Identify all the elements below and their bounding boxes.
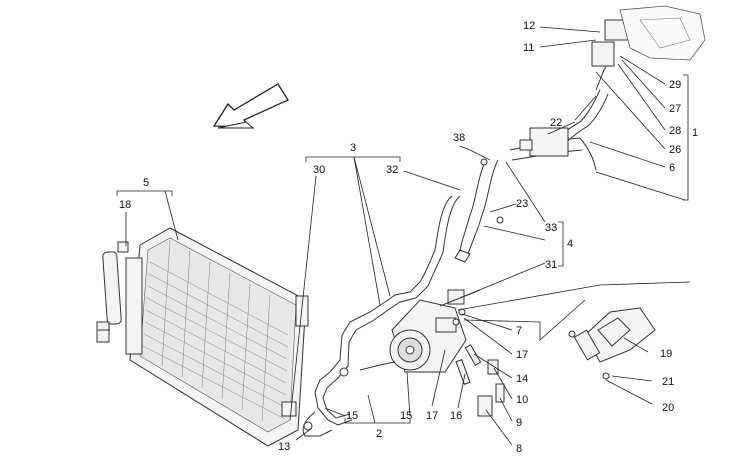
callout-15-right: 15 xyxy=(400,410,412,422)
callout-3: 3 xyxy=(350,142,356,154)
callout-19: 19 xyxy=(660,348,672,360)
callout-15-left: 15 xyxy=(346,410,358,422)
compressor xyxy=(389,289,467,373)
callout-23: 23 xyxy=(516,198,528,210)
callout-27: 27 xyxy=(669,103,681,115)
callout-labels: 12 11 29 27 28 1 26 6 22 38 3 30 32 5 18… xyxy=(119,20,698,455)
receiver-drier xyxy=(96,241,129,343)
callout-6: 6 xyxy=(669,162,675,174)
callout-21: 21 xyxy=(662,376,674,388)
callout-4: 4 xyxy=(567,238,573,250)
callout-28: 28 xyxy=(669,125,681,137)
callout-22: 22 xyxy=(550,117,562,129)
callout-17-right: 17 xyxy=(516,349,528,361)
callout-38: 38 xyxy=(453,132,465,144)
callout-26: 26 xyxy=(669,144,681,156)
callout-8: 8 xyxy=(516,443,522,455)
callout-18: 18 xyxy=(119,199,131,211)
callout-7: 7 xyxy=(516,325,522,337)
callout-13: 13 xyxy=(278,441,290,453)
callout-1: 1 xyxy=(692,127,698,139)
callout-33: 33 xyxy=(545,222,557,234)
callout-10: 10 xyxy=(516,394,528,406)
front-direction-arrow-icon xyxy=(212,83,289,129)
leader-lines xyxy=(116,26,691,446)
callout-2: 2 xyxy=(376,428,382,440)
expansion-valve-assembly xyxy=(519,5,706,157)
callout-30: 30 xyxy=(313,164,325,176)
callout-11: 11 xyxy=(523,42,534,54)
callout-31: 31 xyxy=(545,259,557,271)
condenser xyxy=(125,227,309,447)
callout-12: 12 xyxy=(523,20,535,32)
callout-29: 29 xyxy=(669,79,681,91)
callout-5: 5 xyxy=(143,177,149,189)
callout-16: 16 xyxy=(450,410,462,422)
callout-32: 32 xyxy=(386,164,398,176)
refrigerant-hoses xyxy=(302,59,611,437)
heat-shield-bracket xyxy=(568,307,656,380)
callout-20: 20 xyxy=(662,402,674,414)
callout-14: 14 xyxy=(516,373,528,385)
callout-9: 9 xyxy=(516,417,522,429)
fastener-parts xyxy=(303,158,505,431)
callout-17-bottom: 17 xyxy=(426,410,438,422)
